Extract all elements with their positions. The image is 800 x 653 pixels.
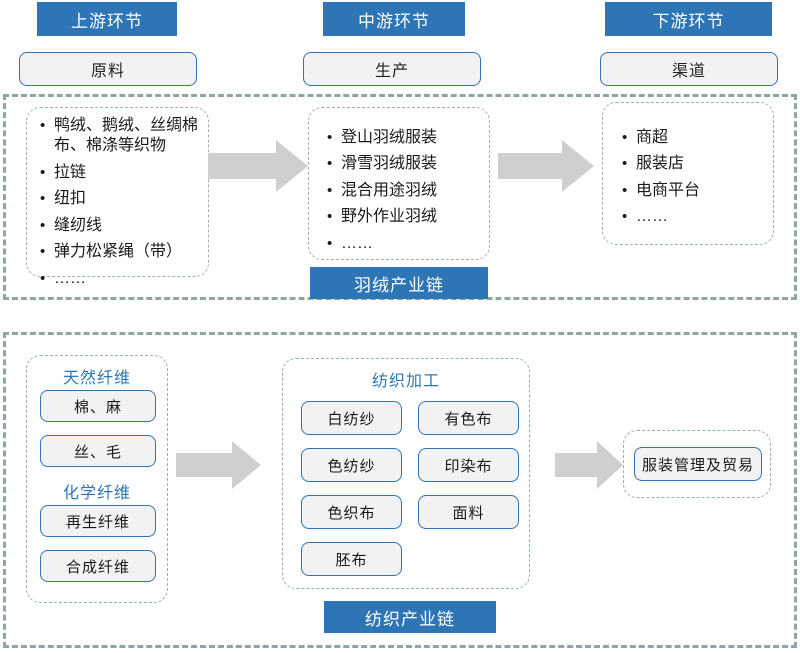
processing-item-yarn-dyed-fabric[interactable]: 色织布 <box>301 495 402 529</box>
list-item: •滑雪羽绒服装 <box>327 155 438 173</box>
fiber-chemical-heading: 化学纤维 <box>62 485 131 502</box>
down-chain-label: 羽绒产业链 <box>310 267 488 299</box>
trade-box <box>623 430 771 498</box>
bullet-icon: • <box>40 190 46 208</box>
bullet-icon: • <box>327 181 333 199</box>
fiber-item-regenerated[interactable]: 再生纤维 <box>40 505 156 537</box>
arrow-midstream-to-downstream <box>498 140 594 192</box>
list-item: •服装店 <box>622 155 685 173</box>
trade-item-apparel-management[interactable]: 服装管理及贸易 <box>634 447 762 481</box>
bullet-icon: • <box>622 155 628 173</box>
bullet-icon: • <box>327 208 333 226</box>
bullet-icon: • <box>327 155 333 173</box>
list-item: •…… <box>327 234 373 252</box>
bullet-icon: • <box>622 181 628 199</box>
fiber-natural-heading: 天然纤维 <box>62 370 131 387</box>
processing-item-fabric[interactable]: 面料 <box>418 495 519 529</box>
list-item: •野外作业羽绒 <box>327 208 438 226</box>
list-item: •…… <box>622 208 668 226</box>
list-item: •鸭绒、鹅绒、丝绸棉布、棉涤等织物 <box>40 117 199 155</box>
bullet-icon: • <box>622 208 628 226</box>
list-item: •登山羽绒服装 <box>327 129 438 146</box>
down-upstream-box <box>26 107 209 277</box>
arrow-upstream-to-midstream <box>208 140 308 192</box>
fiber-item-synthetic[interactable]: 合成纤维 <box>40 550 156 582</box>
processing-box <box>282 358 530 589</box>
processing-heading: 纺织加工 <box>371 373 440 390</box>
arrow-processing-to-trade <box>555 441 623 489</box>
stage-pill-channel[interactable]: 渠道 <box>600 52 778 86</box>
bullet-icon: • <box>40 269 46 287</box>
list-item: •弹力松紧绳（带） <box>40 243 183 261</box>
bullet-icon: • <box>40 163 46 181</box>
bullet-icon: • <box>40 216 46 234</box>
processing-item-white-yarn[interactable]: 白纺纱 <box>301 401 402 435</box>
bullet-icon: • <box>327 129 333 146</box>
list-item: •…… <box>40 269 86 287</box>
list-item: •缝纫线 <box>40 216 103 234</box>
stage-bar-upstream: 上游环节 <box>37 2 177 36</box>
arrow-fiber-to-processing <box>176 441 261 489</box>
stage-pill-production[interactable]: 生产 <box>303 52 481 86</box>
fiber-item-silk-wool[interactable]: 丝、毛 <box>40 435 156 467</box>
list-item: •拉链 <box>40 163 87 181</box>
processing-item-grey-fabric[interactable]: 胚布 <box>301 542 402 576</box>
stage-pill-raw-material[interactable]: 原料 <box>19 52 197 86</box>
processing-item-colored-cloth[interactable]: 有色布 <box>418 401 519 435</box>
down-midstream-box <box>308 107 490 260</box>
down-upstream-list: •鸭绒、鹅绒、丝绸棉布、棉涤等织物 •拉链 •纽扣 •缝纫线 •弹力松紧绳（带）… <box>40 116 203 295</box>
bullet-icon: • <box>622 129 628 146</box>
list-item: •纽扣 <box>40 190 87 208</box>
processing-item-printed-dyed-cloth[interactable]: 印染布 <box>418 448 519 482</box>
stage-bar-downstream: 下游环节 <box>605 2 772 36</box>
processing-item-colored-yarn[interactable]: 色纺纱 <box>301 448 402 482</box>
stage-bar-midstream: 中游环节 <box>323 2 465 36</box>
fiber-item-cotton-hemp[interactable]: 棉、麻 <box>40 390 156 422</box>
list-item: •电商平台 <box>622 181 701 199</box>
list-item: •商超 <box>622 129 669 146</box>
down-downstream-list: •商超 •服装店 •电商平台 •…… <box>622 128 767 234</box>
bullet-icon: • <box>327 234 333 252</box>
list-item: •混合用途羽绒 <box>327 181 438 199</box>
bullet-icon: • <box>40 117 46 134</box>
textile-chain-label: 纺织产业链 <box>324 601 496 633</box>
textile-chain-container <box>3 332 797 648</box>
bullet-icon: • <box>40 243 46 261</box>
down-downstream-box <box>602 102 774 245</box>
down-midstream-list: •登山羽绒服装 •滑雪羽绒服装 •混合用途羽绒 •野外作业羽绒 •…… <box>327 128 482 260</box>
fiber-box <box>26 355 168 603</box>
